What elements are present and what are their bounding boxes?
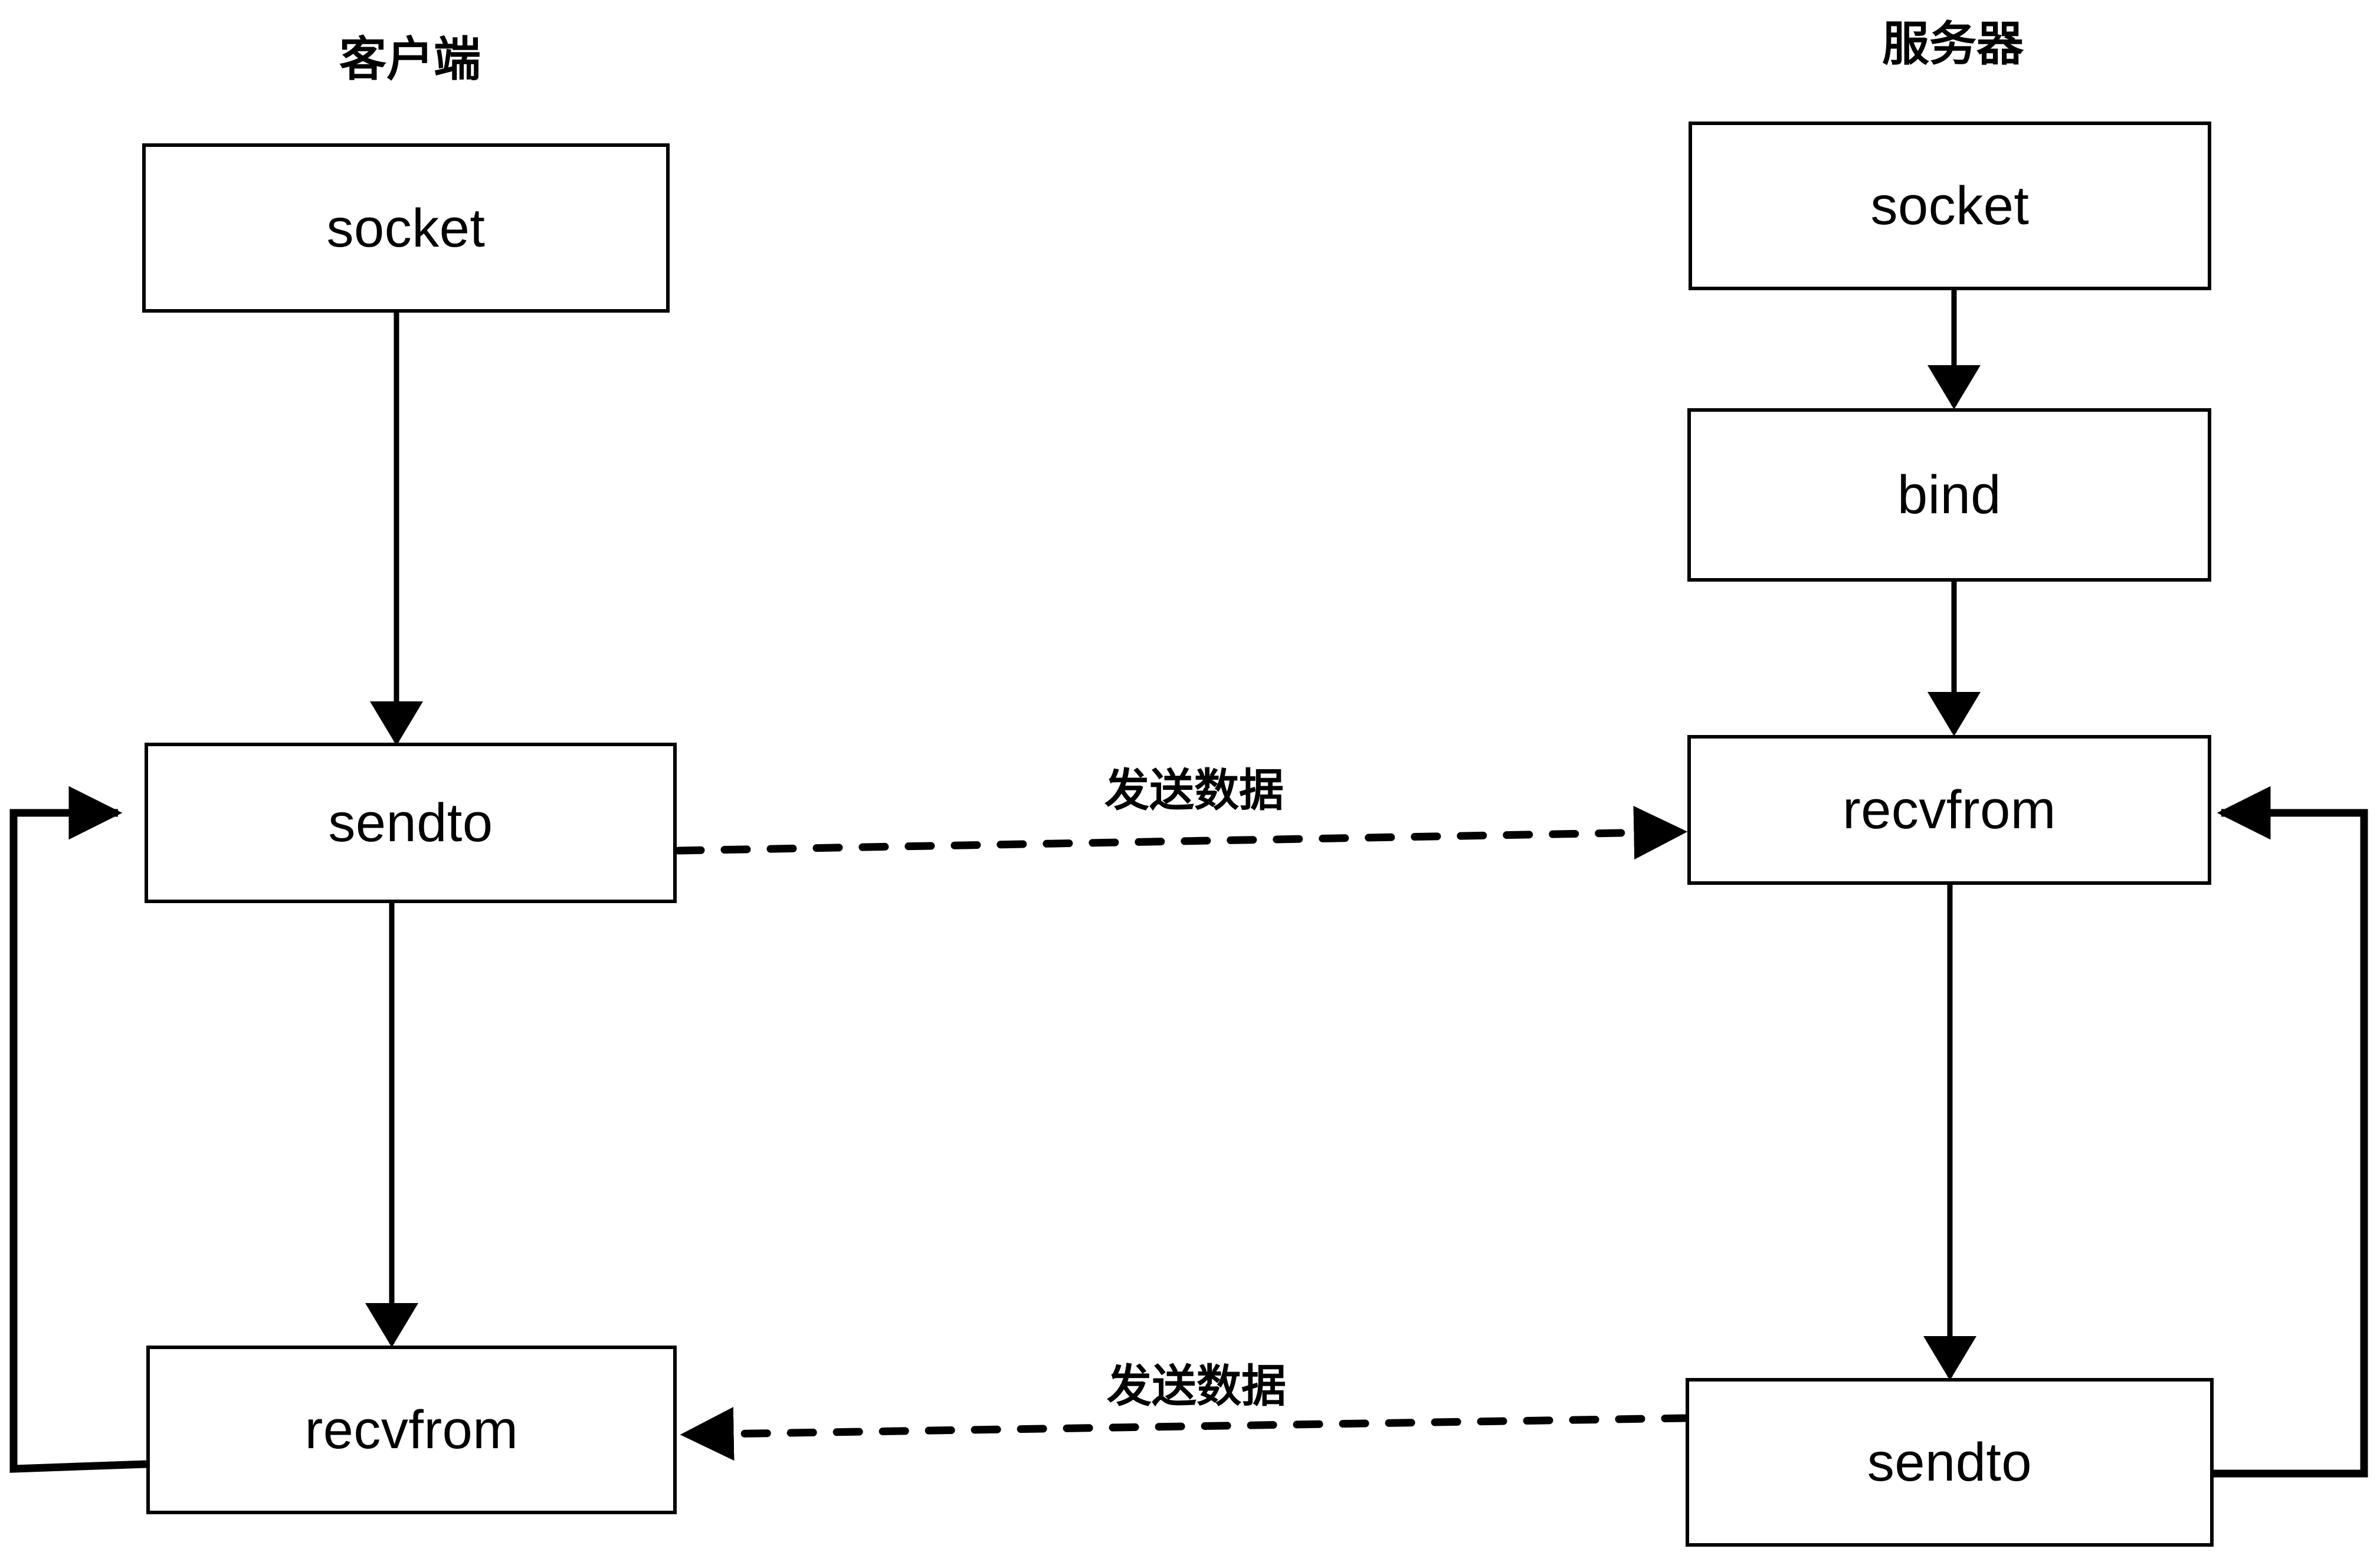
node-client-socket-label: socket bbox=[326, 198, 486, 258]
node-server-recvfrom-label: recvfrom bbox=[1843, 780, 2056, 840]
node-client-socket[interactable]: socket bbox=[142, 143, 670, 313]
column-title-server: 服务器 bbox=[1882, 17, 2024, 71]
column-title-client: 客户端 bbox=[339, 32, 481, 87]
edge-client-sendto-to-server-recvfrom bbox=[674, 806, 1688, 860]
node-client-sendto-label: sendto bbox=[328, 793, 493, 853]
node-server-sendto[interactable]: sendto bbox=[1686, 1378, 2214, 1547]
node-server-bind[interactable]: bind bbox=[1687, 408, 2211, 582]
edge-server-sendto-to-client-recvfrom bbox=[680, 1407, 1691, 1461]
node-server-recvfrom[interactable]: recvfrom bbox=[1687, 735, 2211, 885]
node-server-socket[interactable]: socket bbox=[1689, 122, 2211, 290]
node-client-sendto[interactable]: sendto bbox=[145, 743, 677, 903]
edge-client-recvfrom-loop-sendto bbox=[9, 786, 147, 1473]
node-server-bind-label: bind bbox=[1897, 465, 2001, 525]
node-server-sendto-label: sendto bbox=[1867, 1432, 2032, 1492]
edge-label-lower-send-data: 发送数据 bbox=[1107, 1360, 1286, 1412]
node-client-recvfrom-label: recvfrom bbox=[304, 1400, 519, 1460]
node-server-socket-label: socket bbox=[1870, 176, 2030, 236]
node-client-recvfrom[interactable]: recvfrom bbox=[146, 1346, 677, 1514]
edge-server-sendto-loop-recvfrom bbox=[2214, 786, 2368, 1478]
edge-label-upper-send-data: 发送数据 bbox=[1104, 764, 1284, 816]
